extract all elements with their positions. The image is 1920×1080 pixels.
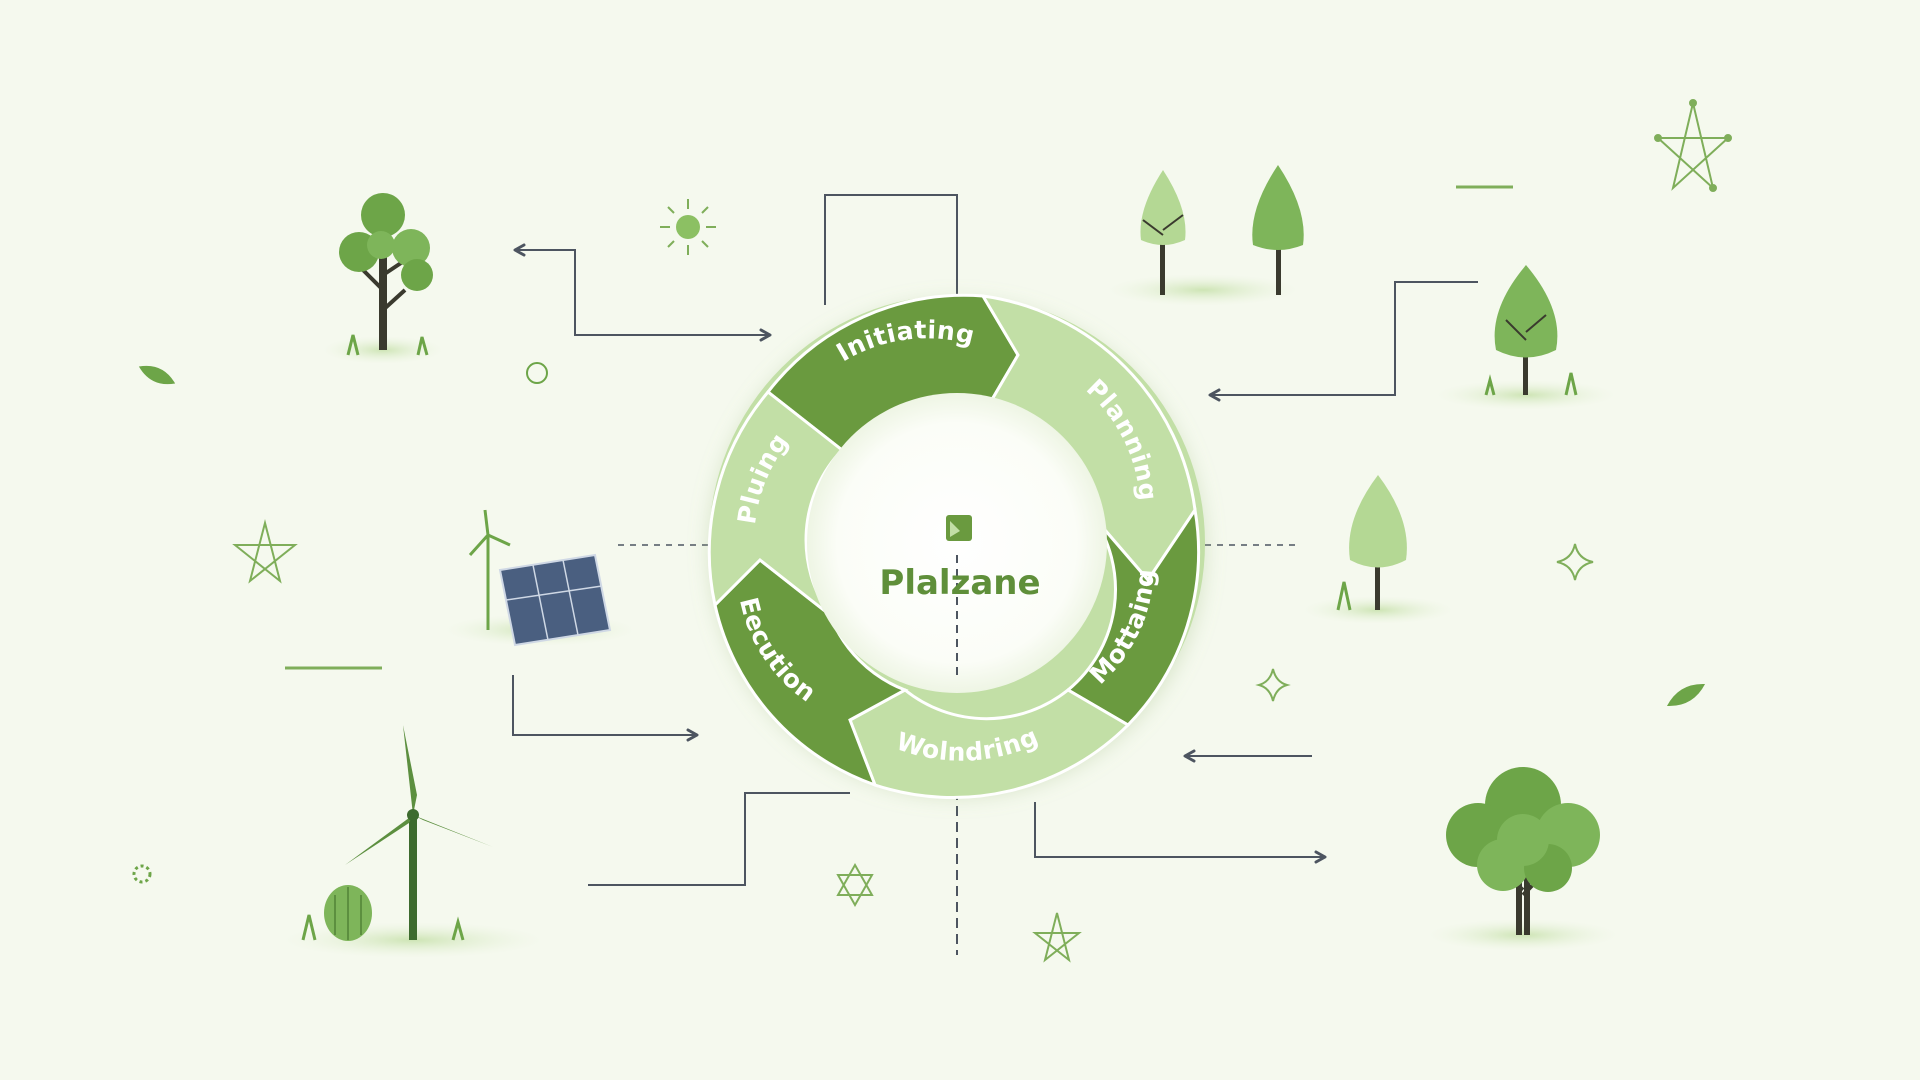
star-constellation-icon (1032, 912, 1082, 963)
tree-icon (1303, 475, 1453, 624)
sparkle-icon (660, 199, 716, 255)
tree-icon (1428, 767, 1618, 951)
plant-logo-icon (946, 515, 972, 541)
small-circle-icon (526, 362, 548, 384)
leaf-icon (138, 365, 176, 385)
connector-right-bottom (1034, 802, 1327, 864)
center-title: Plalzane (879, 563, 1040, 603)
wind-turbine-icon (283, 725, 543, 958)
decorative-dashes (285, 185, 1513, 670)
leaf-icon (1666, 683, 1706, 707)
tree-icon (1108, 165, 1304, 306)
tree-icon (1436, 265, 1616, 410)
cycle-segments (707, 293, 1201, 800)
connector-top-left (513, 243, 770, 336)
segment-eecution[interactable] (713, 557, 909, 788)
center-disc (807, 393, 1107, 693)
connector-left-middle (512, 675, 699, 742)
connector-top-bracket (824, 194, 958, 305)
sparkle-icon (1556, 543, 1594, 581)
connector-left-bottom (588, 792, 850, 886)
segment-mottaing[interactable] (1065, 506, 1201, 727)
solar-panel-icon (445, 509, 635, 647)
connector-lines (512, 194, 1478, 955)
small-circle-icon (132, 864, 152, 884)
connector-right-top (1208, 281, 1478, 402)
star-constellation-icon (232, 519, 298, 584)
star-constellation-icon (1654, 99, 1732, 192)
sparkle-icon (1255, 668, 1291, 702)
tree-icon (323, 193, 443, 364)
star-constellation-icon (836, 862, 874, 908)
